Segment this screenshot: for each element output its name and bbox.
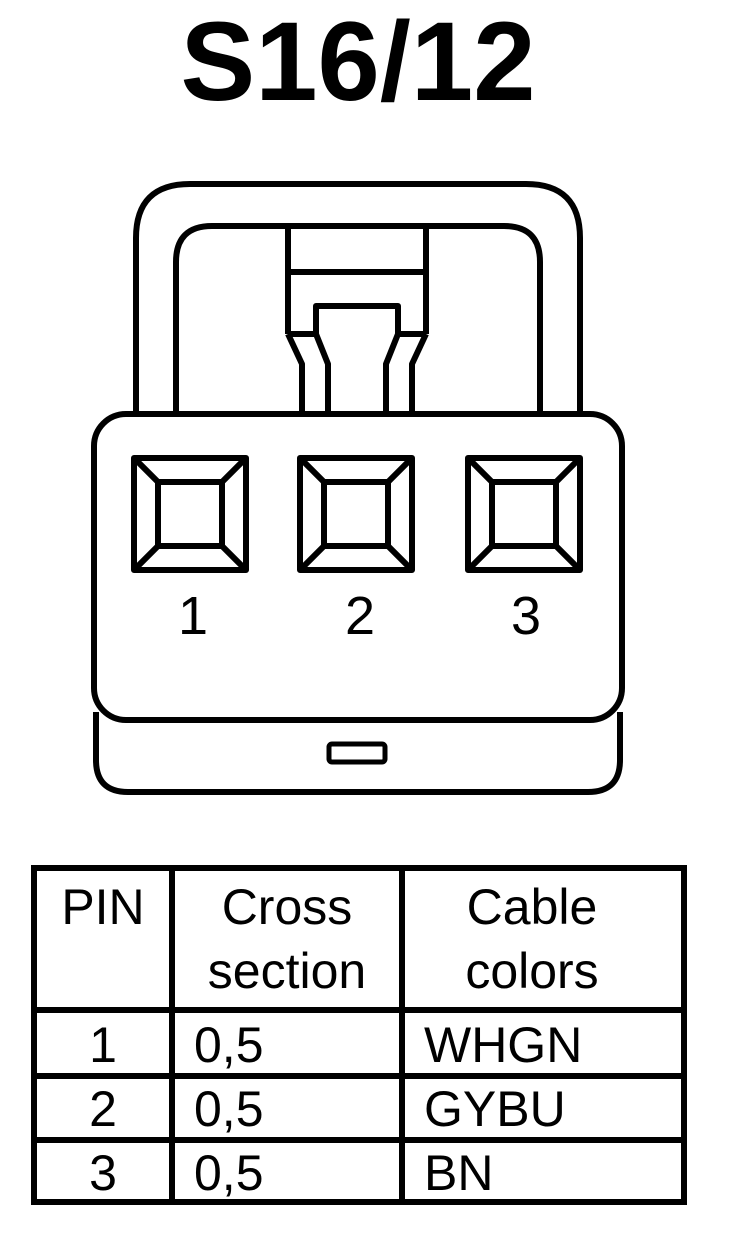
housing-notch (326, 741, 388, 765)
table-row-1-color: WHGN (424, 1017, 582, 1073)
pin-cavity-3 (465, 455, 583, 573)
table-row-1-pin: 1 (89, 1017, 117, 1073)
table-row-3-color: BN (424, 1145, 493, 1201)
table-row-3-cross-section: 0,5 (194, 1145, 264, 1201)
pin-cavity-2 (297, 455, 415, 573)
table-header-colors-line2: colors (465, 943, 598, 999)
diagram-title: S16/12 (181, 0, 536, 124)
table-header-pin: PIN (61, 879, 144, 935)
pin-label-3: 3 (511, 586, 541, 646)
table-row-2-pin: 2 (89, 1081, 117, 1137)
table-header-cross-line1: Cross (222, 879, 353, 935)
table-row-2-cross-section: 0,5 (194, 1081, 264, 1137)
latch-outer (133, 181, 583, 414)
table-header-colors-line1: Cable (467, 879, 598, 935)
locking-tab (285, 226, 429, 414)
pin-label-2: 2 (345, 586, 375, 646)
pin-label-1: 1 (178, 586, 208, 646)
table-row-1-cross-section: 0,5 (194, 1017, 264, 1073)
table-row-3-pin: 3 (89, 1145, 117, 1201)
pin-cavity-1 (131, 455, 249, 573)
table-grid (31, 865, 687, 1205)
latch-inner (173, 223, 543, 414)
housing-body (91, 411, 625, 723)
housing-base (93, 712, 623, 795)
connector-drawing (91, 181, 625, 795)
table-header-cross-line2: section (208, 943, 366, 999)
pin-table: PIN Cross section Cable colors 1 0,5 WHG… (31, 865, 687, 1205)
table-row-2-color: GYBU (424, 1081, 566, 1137)
